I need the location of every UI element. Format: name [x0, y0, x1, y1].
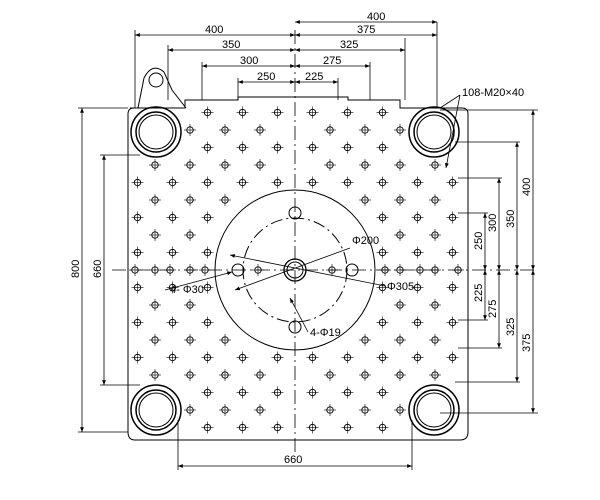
dim-bottom-660: 660: [284, 454, 302, 466]
hole-19-right: [345, 263, 359, 277]
dim-right-350: 350: [505, 210, 517, 228]
tie-bar-top-right: [408, 106, 460, 158]
dim-right-300: 300: [487, 214, 499, 232]
dim-top-left-250: 250: [257, 71, 275, 83]
dim-right-275: 275: [487, 300, 499, 318]
tapped-hole-pattern: [129, 106, 464, 434]
dim-top-left-350: 350: [222, 39, 240, 51]
dim-left-660: 660: [92, 260, 104, 278]
tie-bar-bottom-right: [408, 384, 460, 436]
hole-19-left: [231, 263, 245, 277]
dim-right-250: 250: [473, 232, 485, 250]
dim-top-right-400: 400: [367, 11, 385, 23]
dim-top-right-325: 325: [340, 39, 358, 51]
note-holes-19: 4-Φ19: [310, 327, 341, 339]
notes: 108-M20×40 Φ200 Φ305 4- Φ30 4-Φ19: [170, 87, 524, 339]
dim-top-left-300: 300: [240, 55, 258, 67]
dimension-texts: 400 350 300 250 225 275 325 375 400 800 …: [70, 11, 533, 466]
dim-top-right-225: 225: [305, 71, 323, 83]
dim-top-right-375: 375: [357, 24, 375, 36]
dim-top-right-275: 275: [323, 55, 341, 67]
note-circle-305: Φ305: [387, 281, 414, 293]
tie-bar-top-left: [130, 106, 182, 158]
hole-19-bottom: [288, 320, 302, 334]
platen-outline: [127, 96, 469, 441]
note-circle-200: Φ200: [352, 235, 379, 247]
dim-right-325: 325: [505, 318, 517, 336]
dim-right-225: 225: [473, 284, 485, 302]
note-holes-rows: 108-M20×40: [462, 87, 524, 99]
hole-19-top: [288, 206, 302, 220]
dim-right-400: 400: [521, 178, 533, 196]
tie-bar-bosses: [130, 106, 460, 436]
center-lines: [112, 30, 538, 455]
dim-left-800: 800: [70, 260, 82, 278]
lifting-lug: [137, 67, 187, 109]
dim-right-375: 375: [521, 334, 533, 352]
note-holes-30: 4- Φ30: [170, 284, 204, 296]
dimension-lines: [78, 20, 538, 470]
tie-bar-bottom-left: [130, 384, 182, 436]
dim-top-left-400: 400: [205, 24, 223, 36]
